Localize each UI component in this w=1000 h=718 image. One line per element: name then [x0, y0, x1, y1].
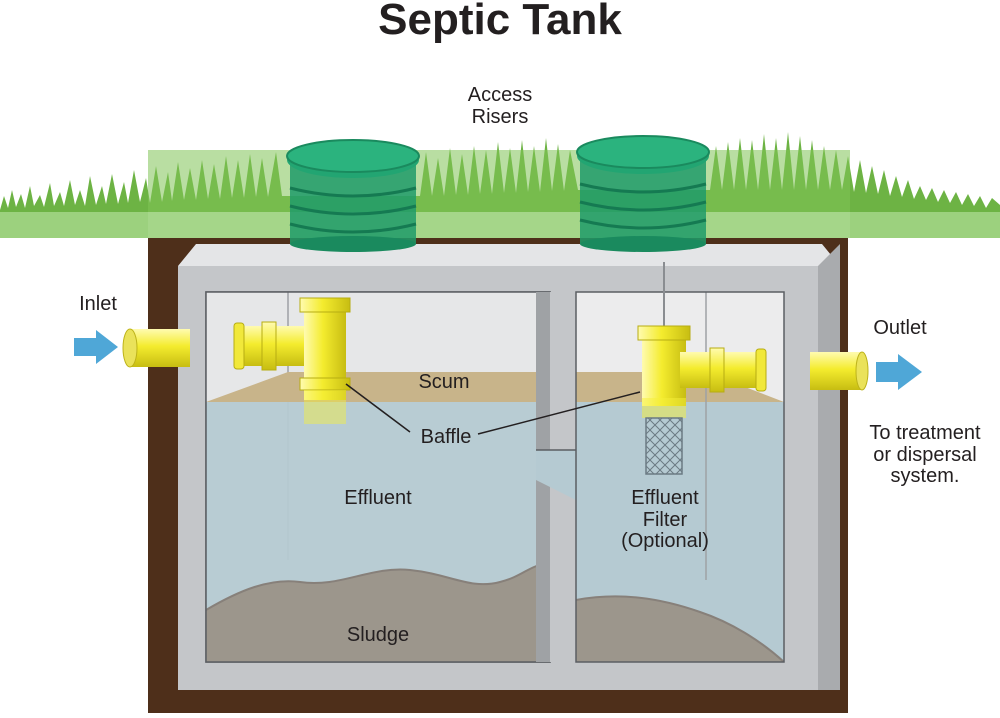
scum-label: Scum: [418, 371, 470, 393]
sludge-layer-right: [576, 596, 784, 662]
access-riser-right: [576, 135, 710, 252]
outlet-arrow-icon: [876, 354, 922, 390]
tank-lid: [178, 244, 840, 266]
inlet-baffle: [233, 297, 351, 424]
inlet-pipe: [122, 328, 190, 368]
access-riser-left: [286, 139, 420, 252]
inlet-arrow-icon: [74, 330, 118, 364]
effluent-filter-label: Effluent Filter (Optional): [621, 487, 709, 553]
effluent-label: Effluent: [344, 487, 412, 509]
inlet-label: Inlet: [79, 293, 117, 315]
baffle-label: Baffle: [420, 426, 472, 448]
outlet-label: Outlet: [873, 317, 927, 339]
outlet-baffle: [637, 262, 767, 475]
scum-layer: [206, 372, 550, 402]
access-risers-label: Access Risers: [467, 84, 533, 128]
effluent-filter: [645, 417, 683, 475]
tank-side: [818, 244, 840, 690]
sludge-label: Sludge: [346, 624, 410, 646]
baffle-leader-left: [345, 383, 411, 433]
baffle-leader-right: [477, 391, 641, 435]
sludge-layer-left: [206, 564, 550, 662]
page-title: Septic Tank: [378, 0, 622, 44]
ground-surface: [0, 132, 1000, 238]
dividing-wall: [536, 292, 576, 662]
destination-label: To treatment or dispersal system.: [869, 422, 981, 488]
outlet-pipe: [810, 351, 869, 391]
